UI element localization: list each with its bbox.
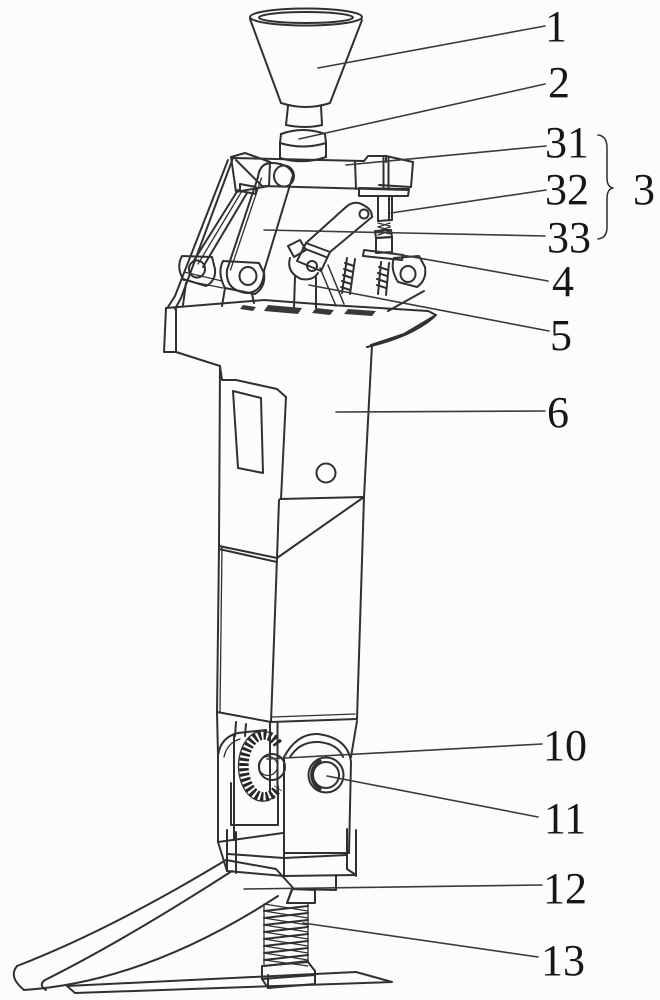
- svg-text:3: 3: [633, 165, 655, 214]
- svg-text:12: 12: [543, 864, 587, 913]
- svg-text:31: 31: [545, 118, 589, 167]
- svg-text:6: 6: [547, 388, 569, 437]
- svg-text:32: 32: [545, 165, 589, 214]
- svg-text:1: 1: [545, 2, 567, 51]
- svg-text:10: 10: [543, 721, 587, 770]
- svg-text:5: 5: [550, 311, 572, 360]
- svg-text:4: 4: [552, 257, 574, 306]
- svg-text:13: 13: [541, 936, 585, 985]
- svg-text:11: 11: [544, 794, 586, 843]
- svg-text:33: 33: [547, 213, 591, 262]
- svg-text:2: 2: [548, 58, 570, 107]
